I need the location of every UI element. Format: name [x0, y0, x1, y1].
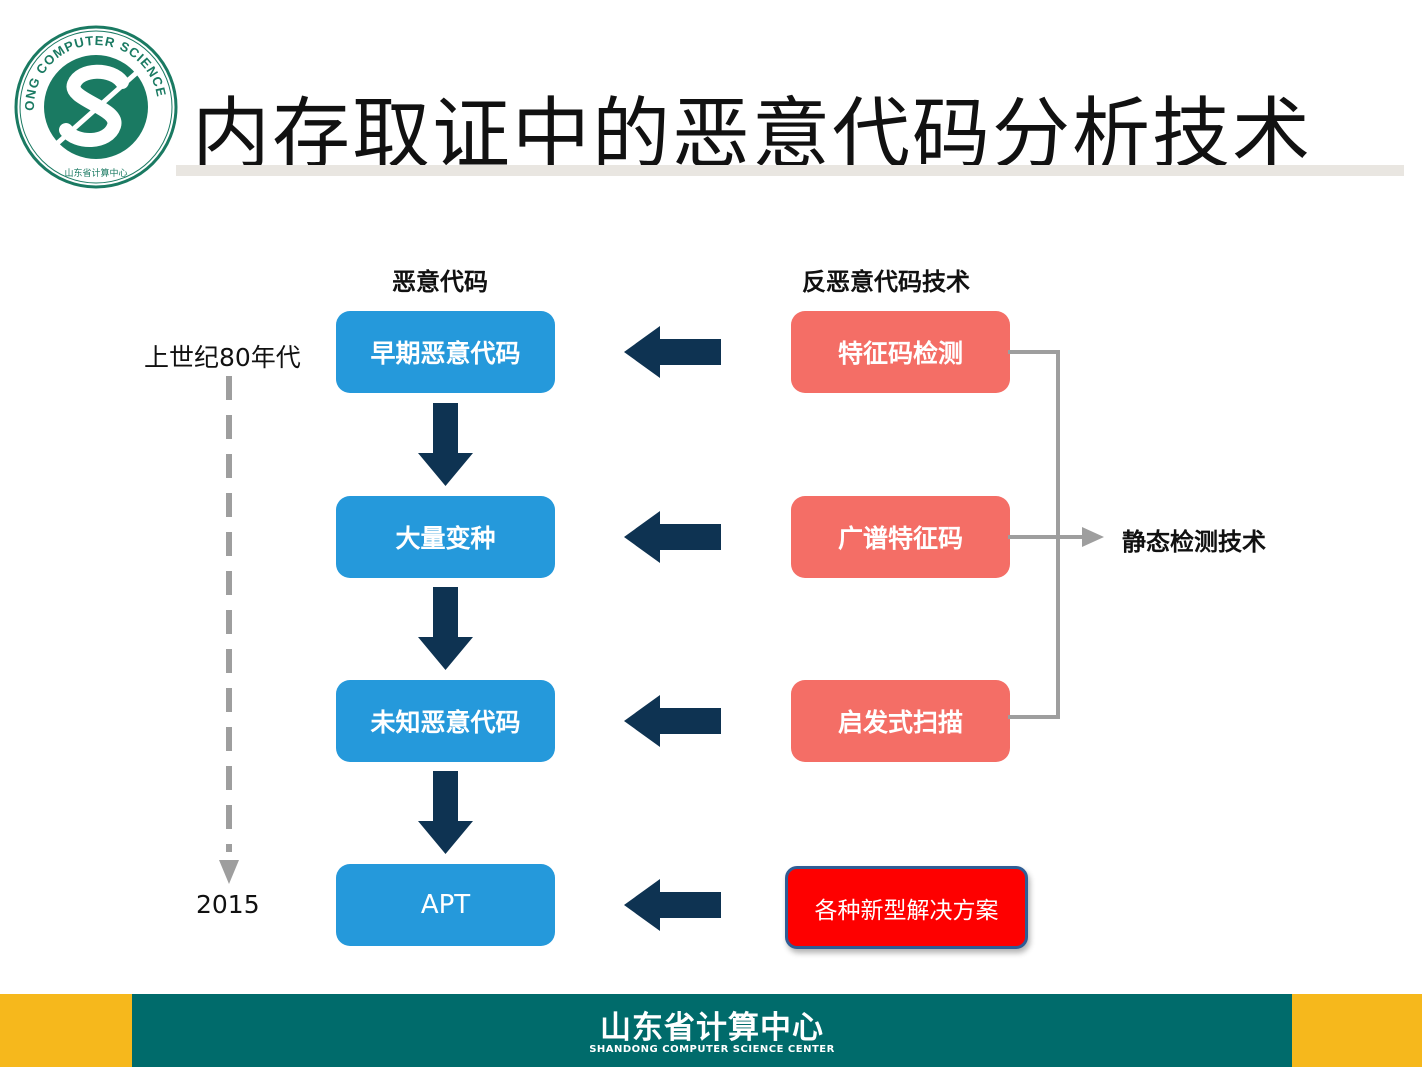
left-arrow — [624, 511, 721, 563]
down-arrow — [418, 403, 473, 486]
title-divider — [176, 165, 1404, 176]
generic-signature-box: 广谱特征码 — [791, 496, 1010, 578]
down-arrow — [418, 587, 473, 670]
static-detection-label: 静态检测技术 — [1122, 528, 1266, 556]
logo-inner-text: 山东省计算中心 — [64, 167, 127, 179]
footer-org-name-en: SHANDONG COMPUTER SCIENCE CENTER — [589, 1044, 835, 1055]
timeline-end-label: 2015 — [196, 890, 260, 919]
countermeasure-column-heading: 反恶意代码技术 — [802, 268, 970, 296]
down-arrow — [418, 771, 473, 854]
malware-column-heading: 恶意代码 — [392, 268, 488, 296]
timeline-start-label: 上世纪80年代 — [144, 343, 301, 372]
footer-right-accent — [1292, 994, 1422, 1067]
left-arrow — [624, 695, 721, 747]
timeline-dashed-arrow — [219, 376, 239, 884]
signature-detection-box: 特征码检测 — [791, 311, 1010, 393]
static-detection-bracket — [1008, 350, 1104, 719]
footer-org-name: 山东省计算中心 — [600, 1010, 824, 1046]
stage-unknown-malware: 未知恶意代码 — [336, 680, 555, 762]
logo: SHANDONG COMPUTER SCIENCE CENTER 山东省计算中心 — [12, 24, 178, 189]
new-solutions-box: 各种新型解决方案 — [785, 866, 1028, 949]
footer-band: 山东省计算中心 SHANDONG COMPUTER SCIENCE CENTER — [132, 994, 1292, 1067]
stage-apt: APT — [336, 864, 555, 946]
stage-mass-variants: 大量变种 — [336, 496, 555, 578]
footer-left-accent — [0, 994, 132, 1067]
left-arrow — [624, 879, 721, 931]
left-arrow — [624, 326, 721, 378]
heuristic-scan-box: 启发式扫描 — [791, 680, 1010, 762]
stage-early-malware: 早期恶意代码 — [336, 311, 555, 393]
